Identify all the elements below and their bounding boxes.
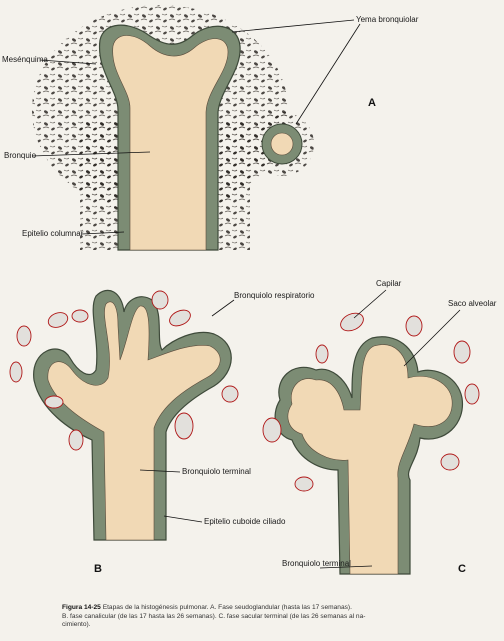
capillary-b-9 (174, 412, 194, 440)
label-yema: Yema bronquiolar (356, 15, 419, 24)
leader-capilar (353, 289, 387, 319)
capillary-b-6 (71, 309, 89, 323)
capillary-c-1 (340, 312, 364, 332)
capillary-c-8 (294, 476, 314, 492)
leader-bronquiolo-terminal-c (319, 565, 373, 569)
panel-a: A Yema bronquiolar Mesénquima Bronquio E… (2, 5, 419, 251)
capillaries-c (262, 312, 480, 492)
leader-mesenquima (39, 59, 97, 65)
capillary-b-3 (9, 361, 23, 383)
lumen-b (47, 301, 221, 541)
label-capilar: Capilar (376, 279, 402, 288)
lumen-c (287, 344, 453, 575)
figure-caption: Figura 14-25 Etapas de la histogénesis p… (62, 604, 498, 630)
panel-label-c: C (458, 563, 466, 575)
leader-yema-1 (231, 19, 355, 33)
capillary-b-5 (68, 429, 84, 451)
label-epitelio-columnar: Epitelio columnar (22, 229, 84, 238)
leader-yema-2 (295, 23, 361, 125)
leader-bronquio (31, 151, 151, 157)
caption-line-1: Etapas de la histogénesis pulmonar. A. F… (102, 604, 352, 611)
capillary-c-7 (440, 453, 460, 471)
capillary-b-4 (44, 395, 64, 409)
panel-label-b: B (94, 563, 102, 575)
caption-line-2: B. fase canalicular (de las 17 hasta las… (62, 612, 366, 620)
panel-b: B Bronquiolo respiratorio Bronquiolo ter… (9, 289, 315, 575)
capillary-c-2 (405, 315, 423, 337)
capillary-b-1 (47, 312, 69, 328)
caption-line-3: cimiento). (62, 621, 91, 629)
figure-number: Figura 14-25 (62, 604, 101, 611)
label-epitelio-cuboide: Epitelio cuboide ciliado (204, 517, 286, 526)
panel-c: C Capilar Saco alveolar Bronquiolo termi… (262, 279, 497, 575)
capillaries-b (9, 290, 239, 451)
capillary-b-8 (169, 309, 191, 327)
capillary-c-3 (315, 344, 329, 364)
leader-saco-alveolar (403, 309, 461, 367)
leader-bronquiolo-terminal-b (139, 469, 181, 473)
leader-epitelio-cuboide (163, 515, 203, 523)
label-bronquiolo-terminal-c: Bronquiolo terminal (282, 559, 351, 568)
bud-lumen (270, 132, 294, 156)
capillary-b-7 (151, 290, 169, 310)
panel-label-a: A (368, 97, 376, 109)
capillary-c-6 (262, 417, 282, 443)
capillary-b-10 (221, 385, 239, 403)
leader-epitelio-columnar (81, 231, 125, 235)
capillary-c-5 (464, 383, 480, 405)
label-bronquiolo-respiratorio: Bronquiolo respiratorio (234, 291, 315, 300)
leader-bronquiolo-respiratorio (211, 299, 235, 317)
lumen-a (112, 35, 229, 251)
label-mesenquima: Mesénquima (2, 55, 48, 64)
label-saco-alveolar: Saco alveolar (448, 299, 497, 308)
label-bronquio: Bronquio (4, 151, 37, 160)
capillary-c-4 (453, 340, 471, 364)
label-bronquiolo-terminal-b: Bronquiolo terminal (182, 467, 251, 476)
capillary-b-2 (16, 325, 32, 347)
